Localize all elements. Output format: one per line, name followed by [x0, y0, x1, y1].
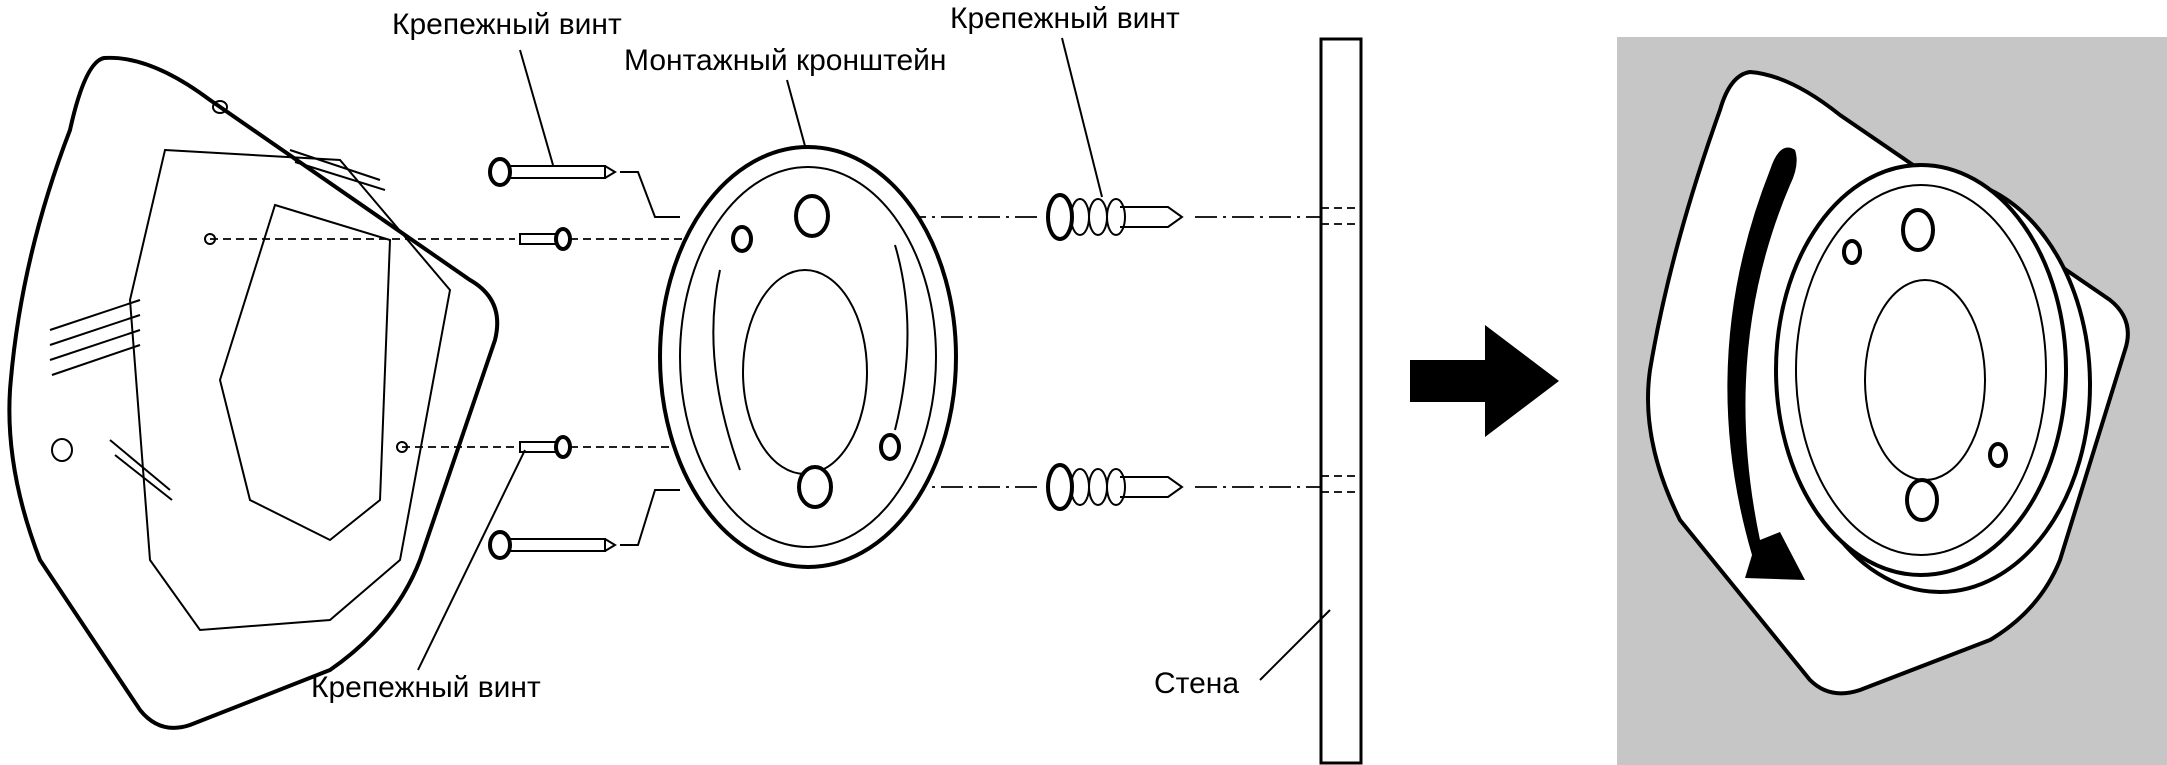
long-screw-bottom — [488, 530, 617, 560]
long-screw-top — [488, 157, 617, 187]
short-screw-bottom — [519, 435, 572, 459]
device-back-view — [7, 55, 500, 730]
label-screw-top-right: Крепежный винт — [950, 2, 1180, 35]
label-wall: Стена — [1154, 667, 1239, 700]
label-screw-top-left: Крепежный винт — [392, 8, 622, 41]
device-mounted-view — [1646, 69, 2130, 696]
curved-arrow-icon — [1727, 147, 1805, 580]
short-screw-top — [519, 227, 572, 251]
label-bracket: Монтажный кронштейн — [624, 44, 947, 77]
wall-anchor-bottom — [1046, 463, 1184, 511]
label-screw-bottom: Крепежный винт — [311, 671, 541, 704]
wall-anchor-top — [1046, 193, 1184, 241]
wall — [1319, 37, 1363, 765]
mounting-bracket — [658, 145, 958, 569]
right-arrow-icon — [1410, 325, 1559, 437]
